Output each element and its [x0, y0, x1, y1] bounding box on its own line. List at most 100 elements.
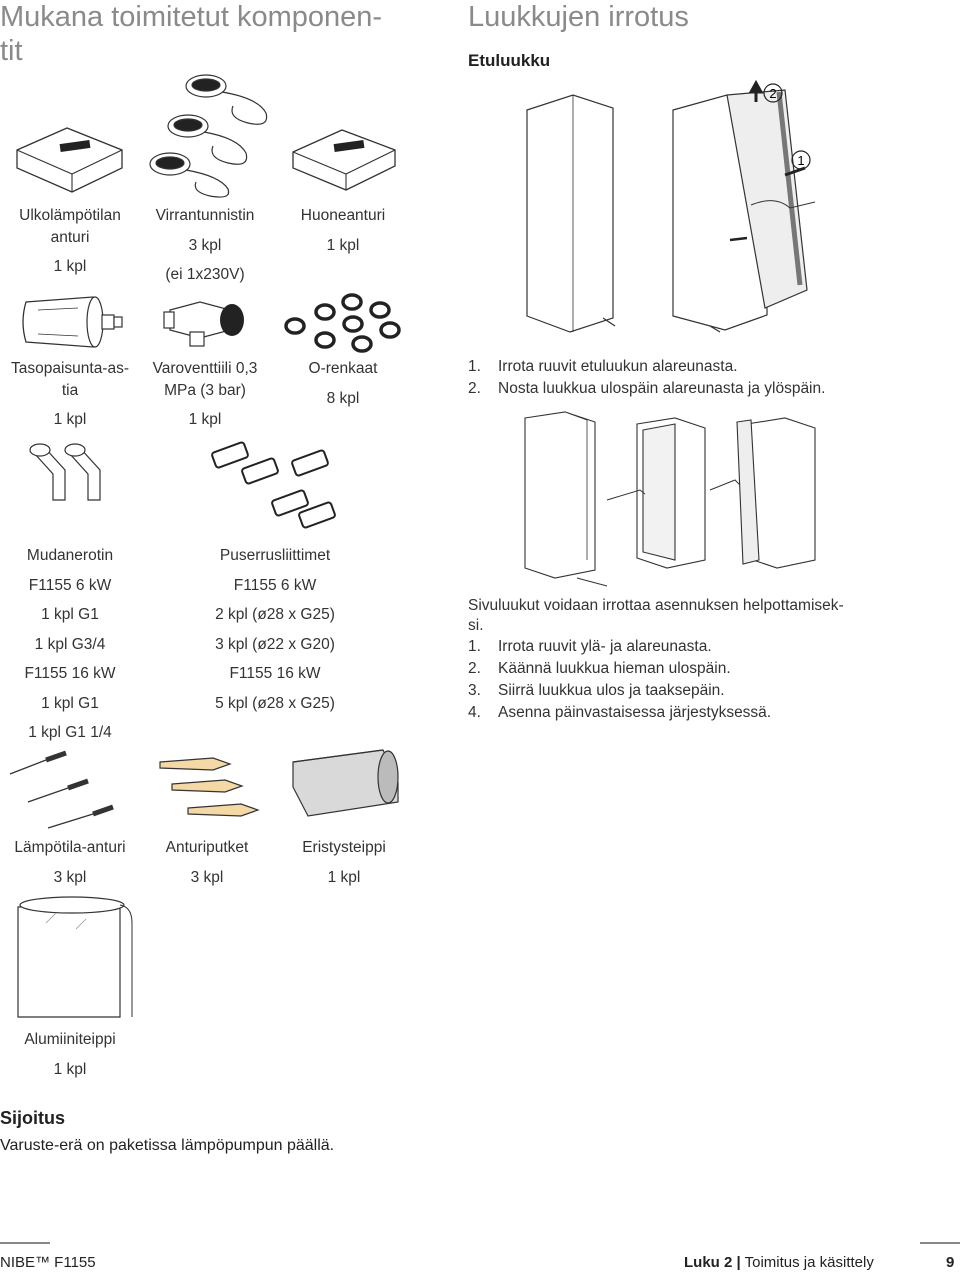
footer-separator: |: [736, 1254, 741, 1271]
component-qty: 1 kpl: [53, 411, 87, 428]
components-title: Mukana toimitetut komponen- tit: [0, 0, 420, 68]
aluminium-tape-illustration: [17, 896, 133, 1018]
footer-rule-right: [920, 1242, 960, 1244]
component-name: Lämpötila-anturi: [14, 839, 126, 856]
step-text: Käännä luukkua hieman ulospäin.: [498, 660, 731, 677]
step-number: 3.: [468, 682, 481, 699]
component-qty: 1 kpl: [326, 236, 360, 254]
component-safety-valve: Varoventtiili 0,3 MPa (3 bar) 1 kpl: [135, 358, 275, 431]
component-qty: 8 kpl: [326, 389, 360, 407]
component-qty: 1 kpl G1 1/4: [28, 724, 112, 741]
particle-filter-illustration: [29, 443, 101, 501]
footer-product: NIBE™ F1155: [0, 1254, 96, 1271]
front-panel-steps: 1. Irrota ruuvit etuluukun alareunasta. …: [468, 356, 948, 400]
front-panel-removal-figure: 2 1: [526, 79, 816, 333]
component-qty: 5 kpl (ø28 x G25): [215, 694, 335, 712]
step-row: 2. Nosta luukkua ulospäin alareunasta ja…: [468, 378, 948, 400]
step-text: Irrota ruuvit etuluukun alareunasta.: [498, 358, 738, 375]
component-qty: F1155 6 kW: [233, 576, 317, 594]
front-panel-subheading: Etuluukku: [468, 51, 551, 70]
component-qty: 1 kpl G3/4: [34, 635, 106, 653]
component-name: Tasopaisunta-as-: [10, 360, 130, 377]
footer-section: Toimitus ja käsittely: [744, 1254, 874, 1271]
component-name: Virrantunnistin: [155, 207, 255, 224]
component-room-sensor: Huoneanturi 1 kpl: [273, 205, 413, 256]
component-name: Huoneanturi: [300, 207, 386, 224]
component-compression-fittings: Puserrusliittimet F1155 6 kW 2 kpl (ø28 …: [195, 545, 355, 714]
step-row: 2. Käännä luukkua hieman ulospäin.: [468, 658, 948, 680]
component-qty: 1 kpl G1: [41, 606, 99, 623]
step-number: 4.: [468, 704, 481, 721]
component-qty: (ei 1x230V): [165, 266, 245, 283]
component-qty: F1155 16 kW: [229, 665, 321, 682]
component-temperature-sensor: Lämpötila-anturi 3 kpl: [0, 837, 140, 888]
footer-chapter-label: Luku 2: [684, 1254, 733, 1271]
component-name: O-renkaat: [308, 360, 378, 377]
component-name: MPa (3 bar): [164, 381, 246, 399]
step-number: 1.: [468, 358, 481, 375]
compression-fittings-illustration: [211, 441, 336, 529]
expansion-vessel-illustration: [22, 296, 123, 348]
placement-heading: Sijoitus: [0, 1108, 66, 1128]
room-sensor-illustration: [292, 129, 396, 191]
step-text: Nosta luukkua ulospäin alareunasta ja yl…: [498, 380, 826, 397]
component-name: Ulkolämpötilan: [19, 207, 121, 224]
step-text: Irrota ruuvit ylä- ja alareunasta.: [498, 638, 712, 655]
component-qty: 1 kpl G1: [41, 694, 99, 712]
component-sensor-pipes: Anturiputket 3 kpl: [137, 837, 277, 888]
component-name: Puserrusliittimet: [219, 547, 331, 564]
component-name: Eristysteippi: [302, 839, 386, 856]
side-intro-line2: si.: [468, 617, 484, 634]
component-name: tia: [61, 381, 79, 399]
step-number: 1.: [468, 638, 481, 655]
side-intro-line1: Sivuluukut voidaan irrottaa asennuksen h…: [468, 597, 844, 614]
component-insulation-tape: Eristysteippi 1 kpl: [274, 837, 414, 888]
side-panel-steps: Sivuluukut voidaan irrottaa asennuksen h…: [468, 596, 948, 724]
component-current-sensor: Virrantunnistin 3 kpl (ei 1x230V): [135, 205, 275, 286]
temperature-sensor-illustration: [9, 750, 114, 829]
insulation-tape-illustration: [292, 749, 399, 817]
panel-removal-title: Luukkujen irrotus: [468, 1, 689, 33]
component-qty: 1 kpl: [53, 258, 87, 275]
step-row: 1. Irrota ruuvit etuluukun alareunasta.: [468, 356, 948, 378]
components-title-line2: tit: [0, 35, 23, 67]
component-qty: F1155 16 kW: [24, 665, 116, 682]
component-qty: 1 kpl: [327, 868, 361, 886]
outdoor-sensor-illustration: [16, 127, 123, 193]
component-name: Anturiputket: [165, 839, 249, 856]
footer-page-number: 9: [946, 1254, 955, 1271]
current-sensor-illustration: [149, 74, 268, 198]
step-text: Siirrä luukkua ulos ja taaksepäin.: [498, 682, 725, 699]
step-marker-2: 2: [769, 86, 776, 101]
component-qty: 2 kpl (ø28 x G25): [215, 606, 335, 623]
sensor-pipes-illustration: [159, 757, 260, 817]
placement-text: Varuste-erä on paketissa lämpöpumpun pää…: [0, 1137, 335, 1154]
component-qty: 1 kpl: [53, 1060, 87, 1078]
footer-rule-left: [0, 1242, 50, 1244]
component-outdoor-sensor: Ulkolämpötilan anturi 1 kpl: [0, 205, 140, 278]
step-row: 3. Siirrä luukkua ulos ja taaksepäin.: [468, 680, 948, 702]
component-qty: 3 kpl: [53, 868, 87, 886]
components-title-line1: Mukana toimitetut komponen-: [0, 1, 383, 33]
component-name: anturi: [50, 228, 90, 246]
component-name: Alumiiniteippi: [24, 1031, 116, 1048]
step-text: Asenna päinvastaisessa järjestyksessä.: [498, 704, 772, 721]
component-aluminium-tape: Alumiiniteippi 1 kpl: [0, 1029, 140, 1080]
component-qty: F1155 6 kW: [28, 576, 112, 594]
component-particle-filter: Mudanerotin F1155 6 kW 1 kpl G1 1 kpl G3…: [0, 545, 140, 744]
component-name: Mudanerotin: [26, 547, 114, 564]
step-row: 4. Asenna päinvastaisessa järjestyksessä…: [468, 702, 948, 724]
safety-valve-illustration: [163, 301, 244, 347]
o-rings-illustration: [284, 293, 401, 353]
component-qty: 3 kpl: [188, 236, 222, 254]
step-marker-1: 1: [797, 153, 804, 168]
footer-chapter: Luku 2 | Toimitus ja käsittely: [684, 1254, 874, 1271]
component-qty: 3 kpl: [190, 868, 224, 886]
component-qty: 3 kpl (ø22 x G20): [215, 635, 335, 653]
step-number: 2.: [468, 660, 481, 677]
side-panel-removal-figure: [524, 411, 816, 587]
step-number: 2.: [468, 380, 481, 397]
component-o-rings: O-renkaat 8 kpl: [273, 358, 413, 409]
step-row: 1. Irrota ruuvit ylä- ja alareunasta.: [468, 636, 948, 658]
component-expansion-vessel: Tasopaisunta-as- tia 1 kpl: [0, 358, 140, 431]
